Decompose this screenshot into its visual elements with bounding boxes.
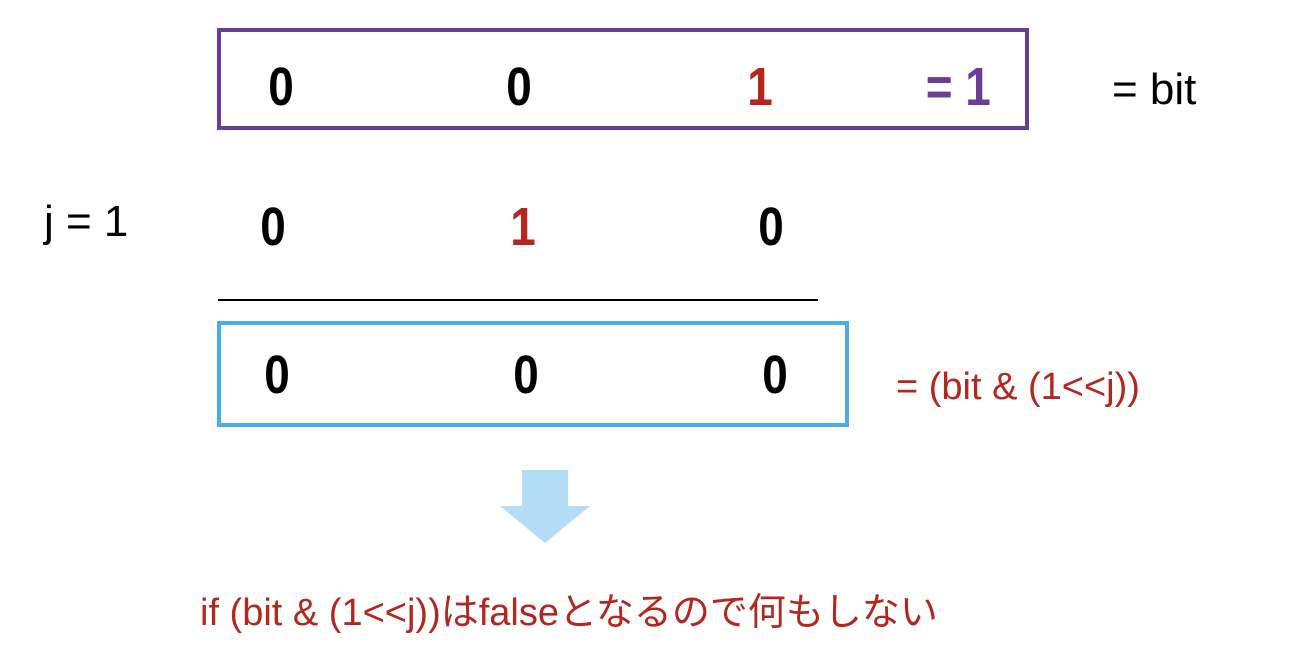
and-label: = (bit & (1<<j)) xyxy=(896,366,1140,408)
bit-label: = bit xyxy=(1112,65,1197,114)
and-digit-1: 0 xyxy=(513,345,539,405)
mask-digit-2: 0 xyxy=(260,197,286,257)
bit-digit-2: 0 xyxy=(268,57,294,117)
and-digit-0: 0 xyxy=(762,345,788,405)
mask-digit-1: 1 xyxy=(510,197,536,257)
bit-digit-0: 1 xyxy=(747,57,773,117)
operation-divider xyxy=(218,299,818,301)
j-label: j = 1 xyxy=(44,197,129,246)
bit-value: = 1 xyxy=(925,57,991,117)
down-arrow-icon xyxy=(500,470,590,543)
mask-digit-0: 0 xyxy=(758,197,784,257)
conclusion-text: if (bit & (1<<j))はfalseとなるので何もしない xyxy=(200,592,938,634)
bit-box xyxy=(217,28,1029,130)
and-digit-2: 0 xyxy=(264,345,290,405)
bit-digit-1: 0 xyxy=(506,57,532,117)
and-result-box xyxy=(217,321,849,427)
